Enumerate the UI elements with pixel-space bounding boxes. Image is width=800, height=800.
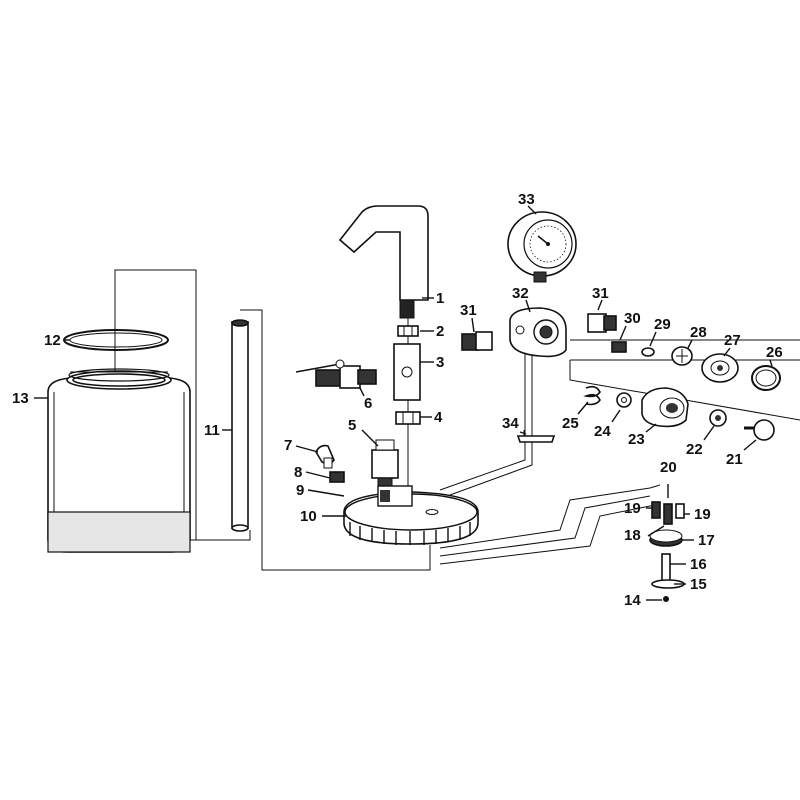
hex-nut-small: [397, 325, 419, 337]
part-label-27: 27: [724, 332, 741, 349]
regulator-bonnet: [641, 387, 689, 428]
part-label-3: 3: [436, 354, 444, 371]
regulator-washer: [616, 392, 632, 408]
part-label-14: 14: [624, 592, 641, 609]
pin-ball: [663, 596, 669, 602]
part-label-5: 5: [348, 417, 356, 434]
leader-lines: [34, 205, 773, 601]
connector-fitting: [371, 439, 399, 487]
mounting-bracket: [516, 430, 556, 443]
regulator-spring: [583, 385, 601, 406]
part-label-29: 29: [654, 316, 671, 333]
part-label-31-left: 31: [460, 302, 477, 319]
regulator-inlet-fitting-left: [461, 331, 493, 351]
part-label-24: 24: [594, 423, 611, 440]
regulator-valve-seat: [671, 346, 693, 366]
fluid-tube: [231, 319, 249, 532]
part-label-15: 15: [690, 576, 707, 593]
part-label-22: 22: [686, 441, 703, 458]
regulator-adjustment-knob: [744, 419, 775, 441]
ball-valve: [295, 359, 377, 389]
part-label-31-right: 31: [592, 285, 609, 302]
hex-nut: [395, 411, 421, 425]
assembly-guide-lines: [114, 269, 800, 571]
part-label-34: 34: [502, 415, 519, 432]
part-label-16: 16: [690, 556, 707, 573]
part-label-10: 10: [300, 508, 317, 525]
part-label-9: 9: [296, 482, 304, 499]
regulator-inlet-fitting-right: [587, 313, 617, 333]
part-label-19-left: 19: [624, 500, 641, 517]
part-label-12: 12: [44, 332, 61, 349]
regulator-pin: [641, 347, 655, 357]
regulator-small-screw: [611, 341, 627, 353]
regulator-o-ring: [751, 365, 781, 391]
pressure-gauge: [507, 211, 577, 283]
part-label-25: 25: [562, 415, 579, 432]
part-label-11: 11: [204, 422, 220, 439]
pin-screws: [651, 501, 685, 525]
part-label-28: 28: [690, 324, 707, 341]
relief-valve: [315, 444, 335, 469]
part-labels: 1 2 3 4 5 6 7 8 9 10 11 12 13 14 15 16 1…: [12, 191, 783, 609]
part-label-7: 7: [284, 437, 292, 454]
pot-lid: [343, 485, 479, 545]
part-label-33: 33: [518, 191, 535, 208]
part-label-13: 13: [12, 390, 29, 407]
gear-assembly: [649, 529, 683, 547]
part-label-1: 1: [436, 290, 444, 307]
part-label-19-right: 19: [694, 506, 711, 523]
pot-gasket: [63, 329, 169, 351]
part-label-4: 4: [434, 409, 443, 426]
regulator-body: [509, 307, 567, 358]
part-label-8: 8: [294, 464, 302, 481]
part-label-18: 18: [624, 527, 641, 544]
bent-pickup-pipe: [338, 205, 429, 319]
pin-shaft: [661, 553, 671, 583]
part-label-20: 20: [660, 459, 677, 476]
tee-fitting: [393, 343, 421, 401]
part-label-2: 2: [436, 323, 444, 340]
regulator-diaphragm: [701, 353, 739, 383]
part-label-26: 26: [766, 344, 783, 361]
valve-adapter: [329, 471, 345, 483]
part-label-23: 23: [628, 431, 645, 448]
part-label-21: 21: [726, 451, 743, 468]
part-label-30: 30: [624, 310, 641, 327]
paint-pot: [47, 368, 191, 553]
part-label-32: 32: [512, 285, 529, 302]
part-label-17: 17: [698, 532, 715, 549]
regulator-knob-washer: [709, 409, 727, 427]
part-label-6: 6: [364, 395, 372, 412]
